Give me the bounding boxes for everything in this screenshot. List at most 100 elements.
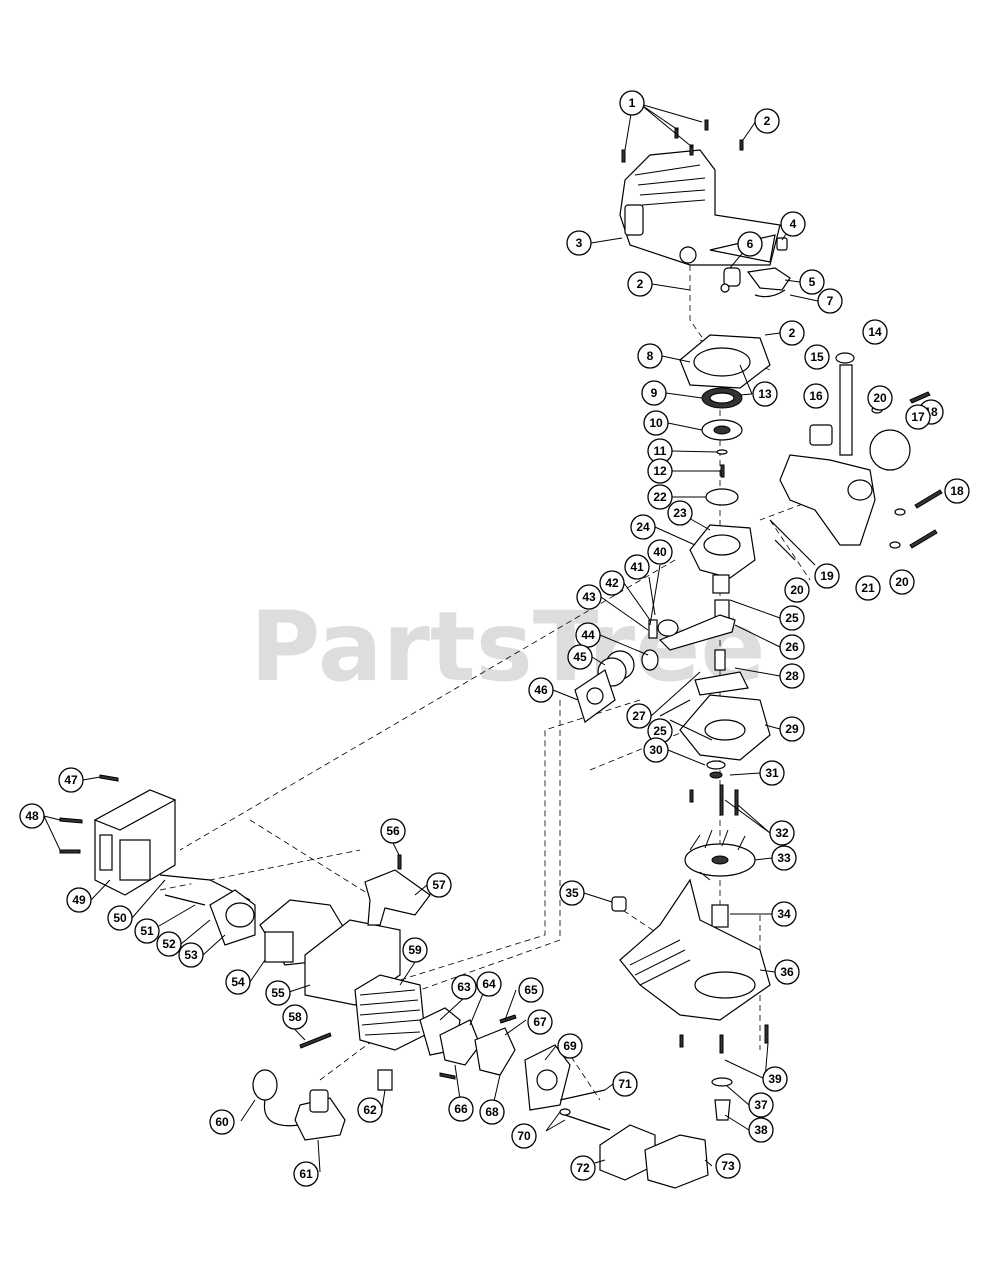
callout-50: 50 xyxy=(107,905,133,931)
svg-text:4: 4 xyxy=(790,217,797,231)
callout-41: 41 xyxy=(624,554,650,580)
callout-2: 2 xyxy=(754,108,780,134)
svg-text:59: 59 xyxy=(408,943,422,957)
callout-43: 43 xyxy=(576,584,602,610)
callout-45: 45 xyxy=(567,644,593,670)
svg-text:55: 55 xyxy=(271,986,285,1000)
callout-1: 1 xyxy=(619,90,645,116)
callout-2c: 2 xyxy=(779,320,805,346)
svg-text:41: 41 xyxy=(630,560,644,574)
callout-20: 20 xyxy=(867,385,893,411)
svg-text:38: 38 xyxy=(754,1123,768,1137)
handle-assembly xyxy=(769,352,943,566)
svg-text:2: 2 xyxy=(764,114,771,128)
svg-text:11: 11 xyxy=(654,444,667,458)
svg-text:8: 8 xyxy=(647,349,654,363)
svg-text:57: 57 xyxy=(432,878,446,892)
callout-53: 53 xyxy=(178,942,204,968)
crankshaft xyxy=(658,599,736,671)
callout-18b: 18 xyxy=(944,478,970,504)
callout-17: 17 xyxy=(905,404,931,430)
svg-text:5: 5 xyxy=(809,275,816,289)
svg-text:49: 49 xyxy=(72,893,86,907)
crankcase-lower xyxy=(679,671,771,761)
clutch-parts xyxy=(701,387,743,506)
svg-text:2: 2 xyxy=(789,326,796,340)
callout-59: 59 xyxy=(402,937,428,963)
callout-32: 32 xyxy=(769,820,795,846)
svg-text:73: 73 xyxy=(721,1159,735,1173)
callout-56: 56 xyxy=(380,818,406,844)
svg-text:54: 54 xyxy=(231,975,245,989)
ignition-parts xyxy=(252,1069,393,1141)
svg-text:17: 17 xyxy=(911,410,925,424)
callout-2b: 2 xyxy=(627,271,653,297)
callout-51: 51 xyxy=(134,918,160,944)
svg-text:21: 21 xyxy=(861,581,875,595)
svg-text:9: 9 xyxy=(651,386,658,400)
callout-20c: 20 xyxy=(889,569,915,595)
callout-12: 12 xyxy=(647,458,673,484)
svg-text:14: 14 xyxy=(868,325,882,339)
svg-text:42: 42 xyxy=(605,576,619,590)
callout-61: 61 xyxy=(293,1161,319,1187)
callout-26: 26 xyxy=(779,634,805,660)
seals-screws xyxy=(689,760,739,816)
svg-text:45: 45 xyxy=(573,650,587,664)
svg-text:65: 65 xyxy=(524,983,538,997)
callout-6: 6 xyxy=(737,231,763,257)
callout-10: 10 xyxy=(643,410,669,436)
bearing-plate xyxy=(679,334,771,389)
svg-text:56: 56 xyxy=(386,824,400,838)
svg-text:20: 20 xyxy=(873,391,887,405)
callout-31: 31 xyxy=(759,760,785,786)
svg-text:29: 29 xyxy=(785,722,799,736)
callout-labels: 1 2 3 4 5 6 7 2 2 8 9 13 10 11 12 22 23 … xyxy=(19,90,970,1187)
svg-text:20: 20 xyxy=(790,583,804,597)
svg-text:68: 68 xyxy=(485,1105,499,1119)
svg-text:1: 1 xyxy=(629,96,636,110)
svg-text:13: 13 xyxy=(758,387,772,401)
callout-27: 27 xyxy=(626,703,652,729)
callout-68: 68 xyxy=(479,1099,505,1125)
callout-19: 19 xyxy=(814,563,840,589)
callout-20b: 20 xyxy=(784,577,810,603)
svg-text:10: 10 xyxy=(649,416,663,430)
callout-57: 57 xyxy=(426,872,452,898)
bottom-fasteners xyxy=(679,1024,769,1121)
callout-15: 15 xyxy=(804,344,830,370)
svg-text:3: 3 xyxy=(576,236,583,250)
svg-text:46: 46 xyxy=(534,683,548,697)
callout-33: 33 xyxy=(771,845,797,871)
screws-top xyxy=(621,119,744,163)
callout-40: 40 xyxy=(647,539,673,565)
callout-44: 44 xyxy=(575,622,601,648)
callout-48: 48 xyxy=(19,803,45,829)
callout-42: 42 xyxy=(599,570,625,596)
callout-22: 22 xyxy=(647,484,673,510)
callout-54: 54 xyxy=(225,969,251,995)
svg-text:66: 66 xyxy=(454,1102,468,1116)
callout-49: 49 xyxy=(66,887,92,913)
svg-text:18: 18 xyxy=(950,484,964,498)
svg-text:36: 36 xyxy=(780,965,794,979)
svg-text:15: 15 xyxy=(810,350,824,364)
callout-3: 3 xyxy=(566,230,592,256)
air-cleaner-housing xyxy=(59,774,177,896)
svg-text:7: 7 xyxy=(827,294,834,308)
svg-text:12: 12 xyxy=(653,464,667,478)
callout-55: 55 xyxy=(265,980,291,1006)
svg-text:25: 25 xyxy=(785,611,799,625)
svg-text:23: 23 xyxy=(673,506,687,520)
cylinder-gasket xyxy=(574,669,616,723)
svg-text:30: 30 xyxy=(649,743,663,757)
cylinder xyxy=(299,974,426,1051)
svg-text:48: 48 xyxy=(25,809,39,823)
carburetor-parts xyxy=(419,1007,517,1080)
callout-29: 29 xyxy=(779,716,805,742)
callout-64: 64 xyxy=(476,971,502,997)
callout-4: 4 xyxy=(780,211,806,237)
callout-24: 24 xyxy=(630,514,656,540)
svg-text:67: 67 xyxy=(533,1015,547,1029)
